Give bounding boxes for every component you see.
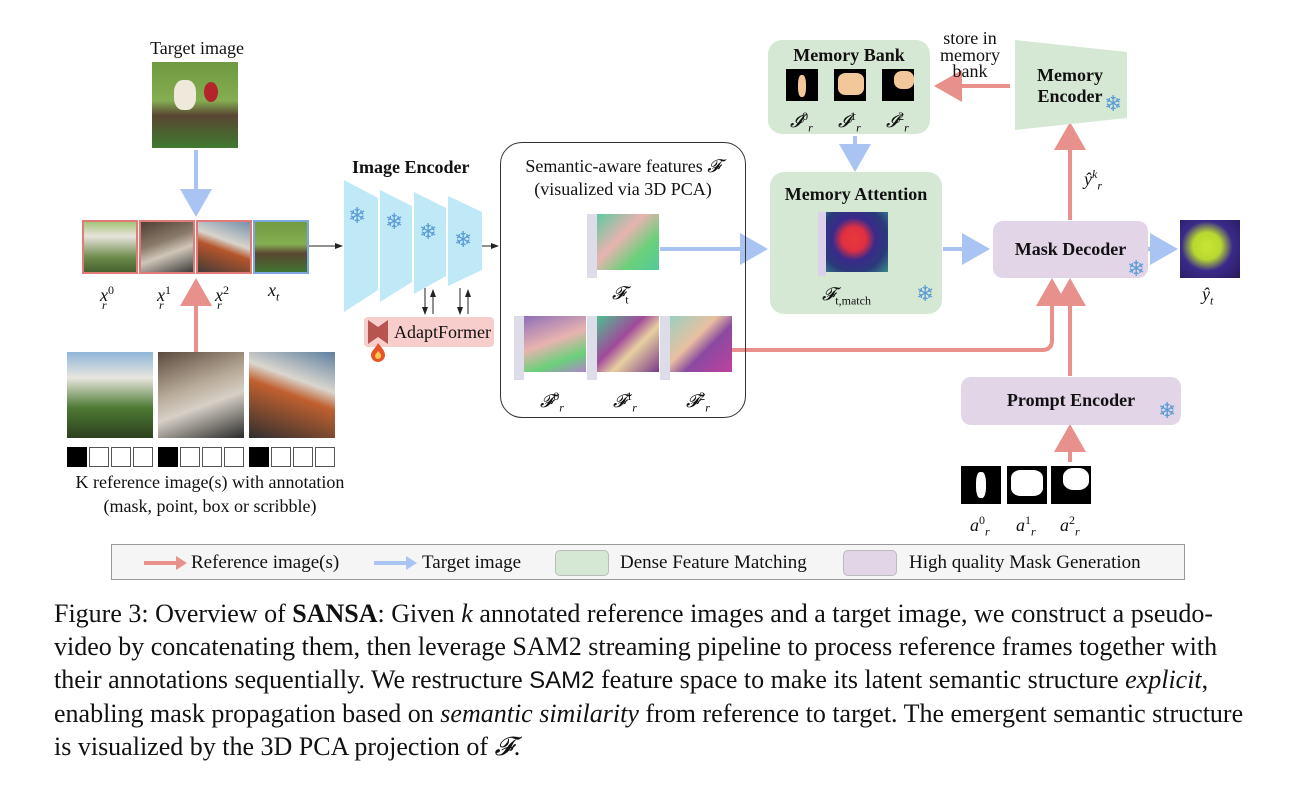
legend-target-label: Target image xyxy=(422,552,522,573)
mask-decoder-title: Mask Decoder xyxy=(1014,239,1127,259)
label-i0: 𝓘0r xyxy=(790,109,813,135)
legend-dense-label: Dense Feature Matching xyxy=(620,552,807,573)
label-i1: 𝓘1r xyxy=(838,109,861,135)
legend-hq-swatch xyxy=(843,550,897,576)
snowflake-icon: ❄ xyxy=(916,282,935,307)
semantic-features-panel xyxy=(500,142,746,418)
feature-fr1 xyxy=(587,316,659,380)
memory-mask-1 xyxy=(834,69,866,101)
memory-bank: Memory Bank 𝓘0r 𝓘1r 𝓘2r xyxy=(768,40,930,135)
label-a1: a1r xyxy=(1016,513,1036,539)
label-fr2: 𝓕2r xyxy=(686,389,710,415)
image-encoder-stack xyxy=(344,180,482,312)
snowflake-icon: ❄ xyxy=(454,228,473,253)
label-ftmatch: 𝓕t,match xyxy=(822,284,871,308)
figure-caption: Figure 3: Overview of SANSA: Given k ann… xyxy=(54,599,1244,761)
label-yrk: ŷkr xyxy=(1084,167,1102,193)
feature-fr0 xyxy=(514,316,586,380)
prompt-encoder: Prompt Encoder ❄ xyxy=(961,377,1181,425)
frame-xr1 xyxy=(139,220,195,274)
target-image-label: Target image xyxy=(150,38,244,58)
store-label-line1: store in xyxy=(943,28,997,48)
prompt-encoder-title: Prompt Encoder xyxy=(1006,390,1136,410)
legend-hq-label: High quality Mask Generation xyxy=(909,552,1141,573)
frame-xr2 xyxy=(196,220,252,274)
output-mask xyxy=(1180,220,1240,278)
frame-xt xyxy=(253,220,309,274)
adaptformer-block: AdaptFormer xyxy=(364,317,494,347)
legend-ref-arrow-icon xyxy=(144,556,187,570)
memory-encoder-line1: Memory xyxy=(1037,65,1103,85)
diagram-connectors xyxy=(180,70,1178,462)
label-xt: xt xyxy=(268,280,280,304)
semantic-features-title: Semantic-aware features 𝓕 xyxy=(525,156,721,176)
ref-features-to-decoder-arrow xyxy=(732,278,1068,352)
legend: Reference image(s) Target image Dense Fe… xyxy=(111,544,1185,580)
memory-mask-0 xyxy=(786,69,818,101)
reference-caption-line2: (mask, point, box or scribble) xyxy=(103,496,317,516)
memory-encoder-line2: Encoder xyxy=(1037,86,1103,106)
frame-xr0 xyxy=(82,220,138,274)
label-i2: 𝓘2r xyxy=(886,109,909,135)
mask-decoder: Mask Decoder ❄ xyxy=(993,221,1148,282)
label-fr0: 𝓕0r xyxy=(540,389,564,415)
adaptformer-label: AdaptFormer xyxy=(394,322,491,342)
feature-ftmatch xyxy=(818,212,888,276)
snowflake-icon: ❄ xyxy=(419,220,438,245)
label-ft: 𝓕t xyxy=(612,283,629,307)
label-a0: a0r xyxy=(970,513,990,539)
reference-image-0 xyxy=(67,352,153,438)
snowflake-icon: ❄ xyxy=(348,204,367,229)
label-a2: a2r xyxy=(1060,513,1080,539)
annotation-a1 xyxy=(1007,466,1047,504)
legend-dense-swatch xyxy=(555,550,609,576)
fire-icon xyxy=(370,342,386,362)
annotation-a2 xyxy=(1051,466,1091,504)
legend-target-arrow-icon xyxy=(374,556,417,570)
memory-attention-title: Memory Attention xyxy=(784,184,928,204)
memory-mask-2 xyxy=(882,69,914,101)
store-label-line3: bank xyxy=(952,61,988,81)
adaptformer-bowtie-icon xyxy=(368,320,388,344)
semantic-features-subtitle: (visualized via 3D PCA) xyxy=(534,179,712,199)
reference-image-2 xyxy=(249,352,335,438)
snowflake-icon: ❄ xyxy=(1158,399,1177,424)
reference-caption-line1: K reference image(s) with annotation xyxy=(75,472,345,492)
snowflake-icon: ❄ xyxy=(385,210,404,235)
legend-ref-label: Reference image(s) xyxy=(191,552,340,573)
memory-bank-title: Memory Bank xyxy=(793,45,905,65)
store-label-line2: memory xyxy=(940,45,1000,65)
label-yt: ŷt xyxy=(1202,284,1214,308)
label-fr1: 𝓕1r xyxy=(613,389,637,415)
reference-image-1 xyxy=(158,352,244,438)
annotation-a0 xyxy=(961,466,1001,504)
snowflake-icon: ❄ xyxy=(1104,92,1123,117)
feature-ft xyxy=(587,214,659,278)
feature-fr2 xyxy=(660,316,732,380)
target-image xyxy=(152,62,238,148)
snowflake-icon: ❄ xyxy=(1127,257,1146,282)
memory-attention: Memory Attention 𝓕t,match ❄ xyxy=(770,172,942,314)
memory-encoder-shape xyxy=(1015,40,1127,130)
annotation-thumbnails xyxy=(67,447,337,467)
image-encoder-title: Image Encoder xyxy=(352,157,470,177)
